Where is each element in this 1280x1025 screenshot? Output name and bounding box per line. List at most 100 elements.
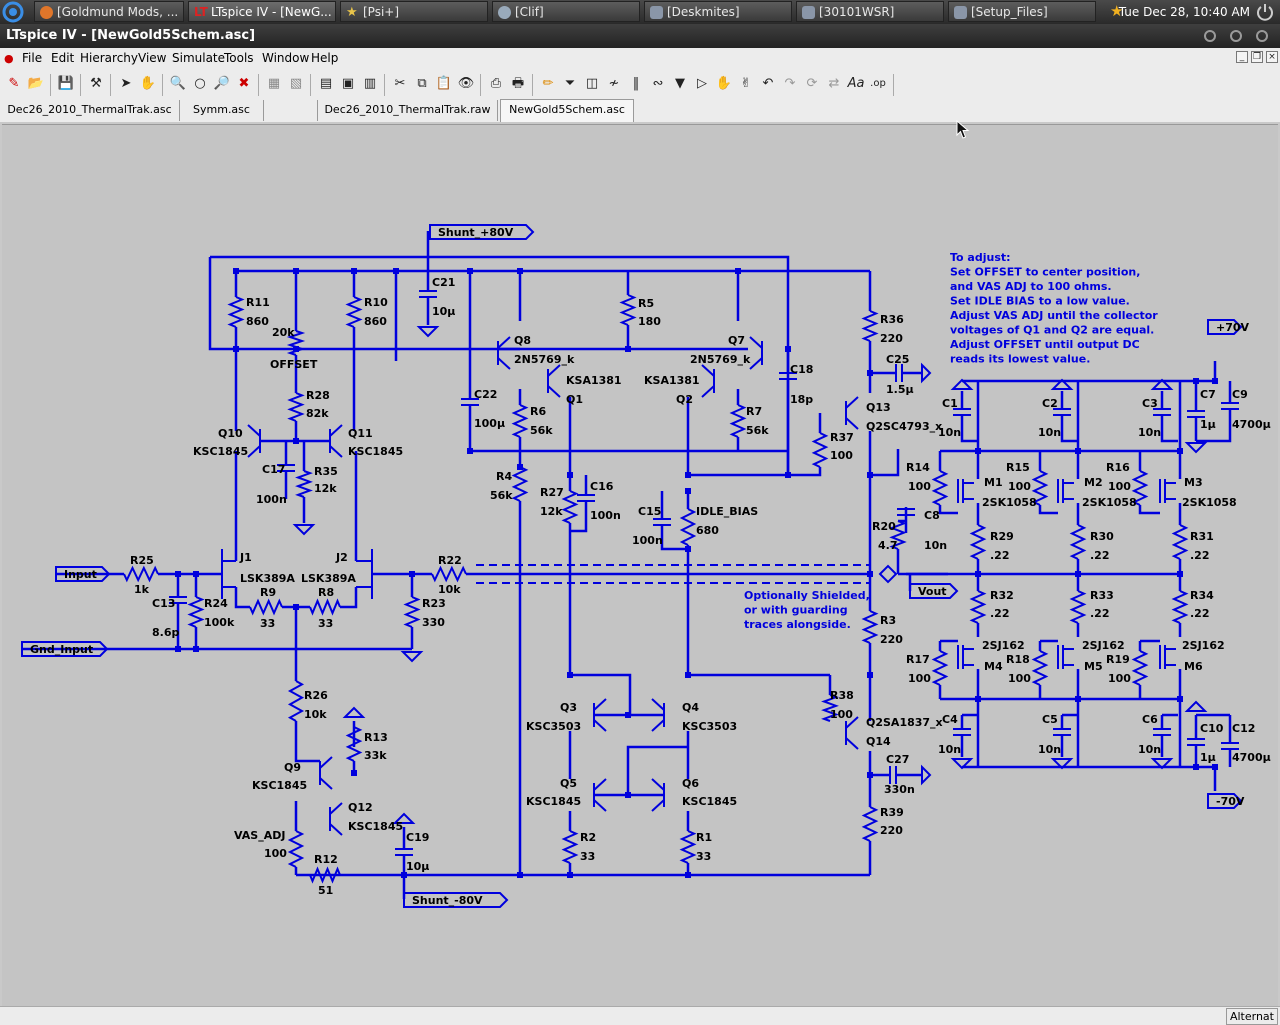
desktop-menu-icon[interactable] [2, 1, 24, 23]
close-button[interactable] [1256, 30, 1268, 42]
taskbar-window-clif[interactable]: [Clif] [492, 1, 640, 22]
label-m_q4: KSC3503 [682, 720, 737, 733]
M2 [1057, 479, 1074, 503]
run-icon[interactable]: ➤ [120, 76, 132, 91]
C7 [1187, 410, 1205, 418]
control-panel-icon[interactable]: ⚒ [90, 76, 102, 91]
menu-file[interactable]: File [22, 51, 43, 65]
tab-newgold5schem-asc[interactable]: NewGold5Schem.asc [500, 99, 634, 122]
C8 [897, 508, 915, 516]
junction [293, 346, 299, 352]
tab-blank[interactable] [264, 100, 318, 121]
minimize-button[interactable] [1204, 30, 1216, 42]
label-v_c13: 8.6p [152, 626, 179, 639]
diode-icon[interactable]: ▼ [675, 76, 685, 91]
undo-icon[interactable]: ↶ [762, 76, 774, 91]
new-schematic-icon[interactable]: ✎ [8, 76, 20, 91]
label-q12: Q12 [348, 801, 373, 814]
drag-icon[interactable]: ✌ [740, 76, 752, 91]
power-icon[interactable] [1256, 3, 1274, 21]
supply-symbol [392, 812, 416, 824]
tile-horizontal-icon[interactable]: ▤ [319, 76, 333, 91]
maximize-button[interactable] [1230, 30, 1242, 42]
taskbar-window-30101wsr[interactable]: [30101WSR] [796, 1, 944, 22]
C10 [1187, 738, 1205, 746]
cascade-icon[interactable]: ▣ [341, 76, 355, 91]
mdi-minimize-icon[interactable]: _ [1236, 51, 1248, 63]
R12 [309, 866, 341, 884]
label-c17: C17 [262, 463, 285, 476]
ground-icon[interactable]: ⏷ [564, 76, 576, 91]
menu-tools[interactable]: Tools [224, 51, 254, 65]
taskbar-window-setup-files[interactable]: [Setup_Files] [948, 1, 1096, 22]
print-setup-icon[interactable]: ⎙ [490, 76, 502, 91]
schematic[interactable]: Shunt_+80VShunt_-80VInputGnd_Input+70VVo… [2, 125, 1278, 1007]
menu-view[interactable]: View [138, 51, 167, 65]
zoom-fit-icon[interactable]: ✖ [238, 76, 250, 91]
find-icon[interactable]: 👁 [457, 76, 475, 91]
spice-directive-icon[interactable]: .op [870, 78, 886, 89]
print-icon[interactable]: 🖶 [511, 76, 525, 91]
draw-wire-icon[interactable]: ✏ [542, 76, 554, 91]
IDLE_BIAS [679, 508, 697, 546]
label-m_m4: 2SJ162 [982, 639, 1025, 652]
adjust-note-line: Adjust VAS ADJ until the collector [950, 309, 1158, 322]
pan-icon[interactable]: ○ [194, 76, 206, 91]
open-icon[interactable]: 📂 [27, 76, 45, 91]
label-r1: R1 [696, 831, 712, 844]
app-pin-icon[interactable]: ● [4, 52, 14, 65]
taskbar-window-ltspice[interactable]: LT LTspice IV - [NewG... [188, 1, 336, 22]
label-r25: R25 [130, 554, 154, 567]
bypass-cap [1153, 408, 1171, 416]
label-v_r31: .22 [1190, 549, 1210, 562]
menu-edit[interactable]: Edit [51, 51, 75, 65]
component-icon[interactable]: ▷ [697, 76, 707, 91]
label-m1: M1 [984, 476, 1003, 489]
R6 [511, 404, 529, 438]
tab-symm-asc[interactable]: Symm.asc [180, 100, 264, 121]
inductor-icon[interactable]: ∾ [652, 76, 664, 91]
menu-simulate[interactable]: Simulate [172, 51, 226, 65]
paste-icon[interactable]: 📋 [435, 76, 453, 91]
R7 [729, 404, 747, 438]
J2 [356, 549, 373, 599]
capacitor-icon[interactable]: ‖ [632, 76, 640, 91]
menu-window[interactable]: Window [262, 51, 310, 65]
supply-symbol [1150, 378, 1174, 390]
tab-dec26-thermaltrak-asc[interactable]: Dec26_2010_ThermalTrak.asc [0, 100, 180, 121]
copy-icon[interactable]: ⧉ [417, 76, 427, 91]
cut-icon[interactable]: ✂ [394, 76, 406, 91]
C19 [395, 848, 413, 856]
net-label-box [1207, 793, 1243, 809]
label-v_r2: 33 [580, 850, 595, 863]
move-icon[interactable]: ✋ [715, 76, 733, 91]
taskbar-window-deskmites[interactable]: [Deskmites] [644, 1, 792, 22]
save-icon[interactable]: 💾 [57, 76, 75, 91]
zoom-out-icon[interactable]: 🔎 [213, 76, 231, 91]
text-icon[interactable]: Aa [847, 76, 865, 91]
junction [517, 464, 523, 470]
tile-vertical-icon[interactable]: ▥ [363, 76, 377, 91]
junction [685, 672, 691, 678]
tab-dec26-thermaltrak-raw[interactable]: Dec26_2010_ThermalTrak.raw [318, 100, 498, 121]
taskbar-window-psi[interactable]: ★ [Psi+] [340, 1, 488, 22]
R-source [1171, 524, 1189, 560]
menu-help[interactable]: Help [311, 51, 339, 65]
label-m4: M4 [984, 660, 1003, 673]
tray-star-icon[interactable]: ★ [1110, 2, 1124, 20]
mdi-close-icon[interactable]: × [1266, 51, 1278, 63]
R9 [249, 598, 283, 616]
junction [685, 872, 691, 878]
taskbar-window-goldmund[interactable]: [Goldmund Mods, ... [34, 1, 184, 22]
resistor-icon[interactable]: ≁ [608, 76, 620, 91]
zoom-in-icon[interactable]: 🔍 [169, 76, 187, 91]
mdi-restore-icon[interactable]: ❐ [1251, 51, 1263, 63]
label-net-icon[interactable]: ◫ [585, 76, 599, 91]
menu-hierarchy[interactable]: Hierarchy [80, 51, 139, 65]
label-v_r22: 10k [438, 583, 461, 596]
label-c1: C1 [942, 397, 958, 410]
clock[interactable]: Tue Dec 28, 10:40 AM [1118, 5, 1250, 19]
halt-icon[interactable]: ✋ [139, 76, 157, 91]
status-bar: Alternat [0, 1006, 1280, 1025]
